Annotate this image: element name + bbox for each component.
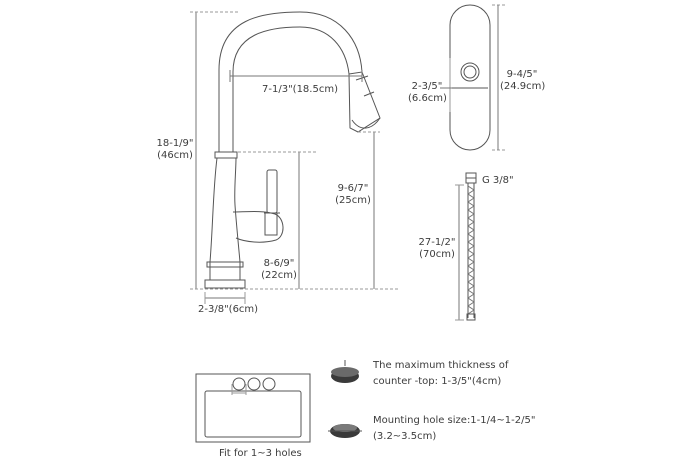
- deck-plate: [449, 4, 491, 151]
- reach-label: 7-1/3"(18.5cm): [262, 84, 338, 95]
- countertop-thickness-icon: [331, 360, 359, 383]
- hose: [465, 172, 477, 321]
- mounting-hole-icon: [328, 424, 362, 438]
- base-diameter-label: 2-3/8"(6cm): [198, 304, 259, 315]
- spout-height-label: 9-6/7" (25cm): [335, 183, 371, 206]
- mounting-hole-note: Mounting hole size:1-1/4~1-2/5" (3.2~3.5…: [373, 415, 536, 442]
- faucet-outline: [204, 11, 381, 289]
- hose-thread-label: G 3/8": [482, 175, 514, 186]
- total-height-label: 18-1/9" (46cm): [156, 138, 194, 161]
- deck-plate-width-label: 2-3/5" (6.6cm): [408, 81, 447, 104]
- sink-caption: Fit for 1~3 holes: [219, 448, 302, 459]
- handle-height-label: 8-6/9" (22cm): [261, 258, 297, 281]
- deck-plate-length-label: 9-4/5" (24.9cm): [500, 69, 546, 92]
- sink-outline: [195, 373, 311, 443]
- countertop-thickness-note: The maximum thickness of counter -top: 1…: [373, 360, 509, 387]
- hose-length-label: 27-1/2" (70cm): [418, 237, 456, 260]
